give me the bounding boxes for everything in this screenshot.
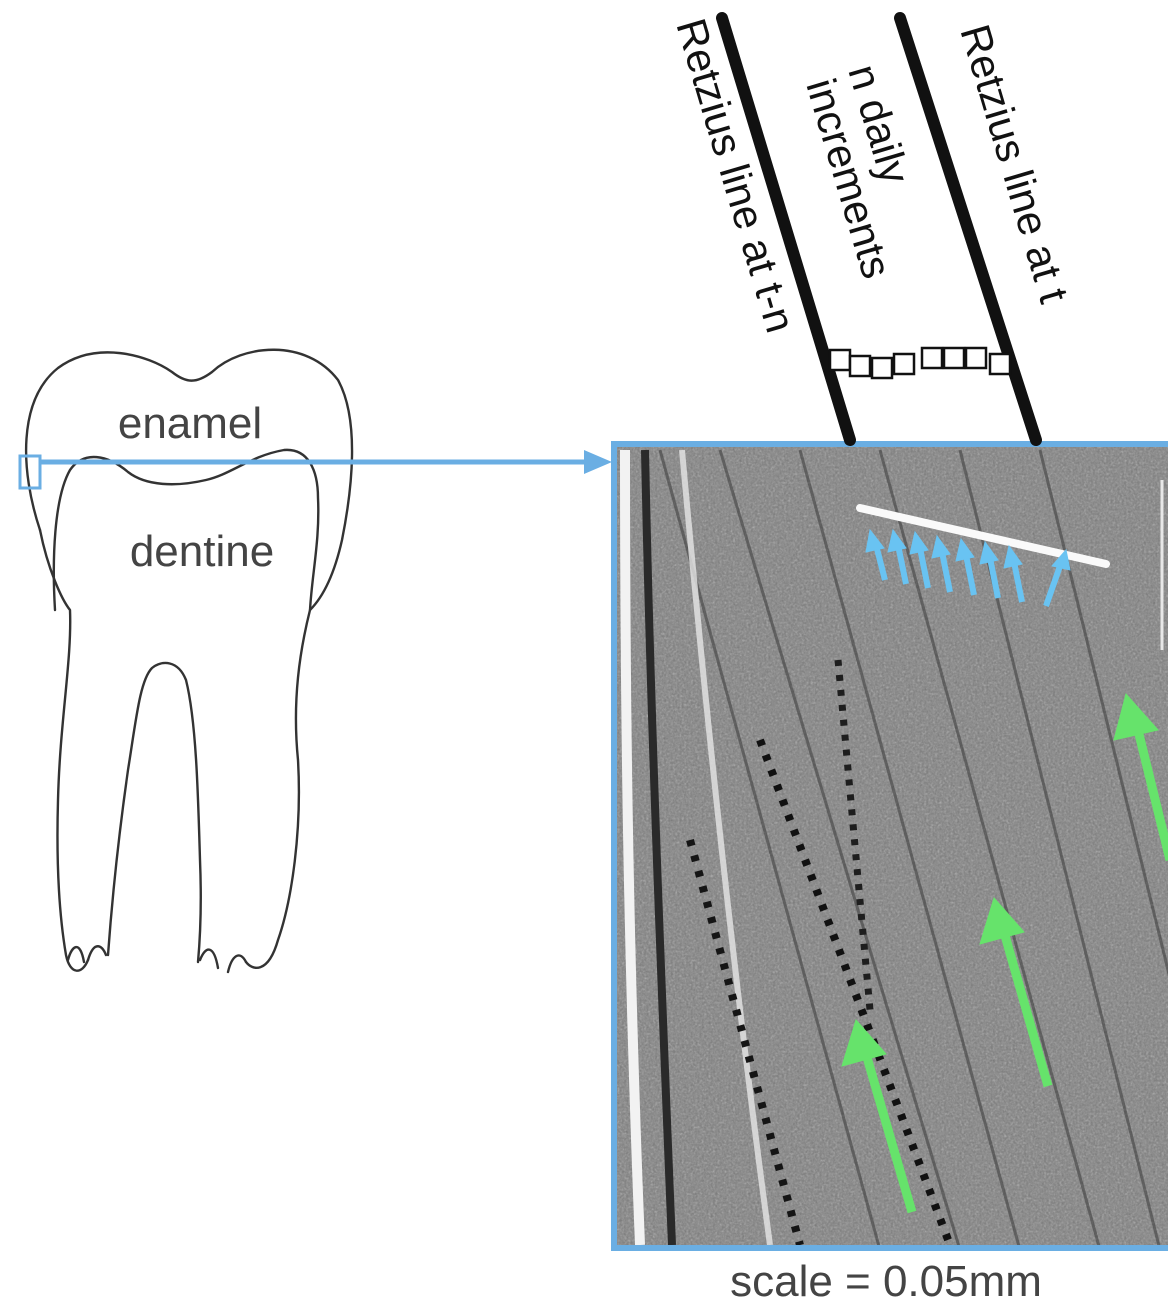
retzius-t-label: Retzius line at t xyxy=(951,19,1078,308)
increment-boxes xyxy=(830,348,1010,378)
enamel-label: enamel xyxy=(118,399,262,448)
scale-label: scale = 0.05mm xyxy=(730,1257,1042,1300)
selection-box xyxy=(20,456,40,488)
dentine-label: dentine xyxy=(130,527,274,576)
